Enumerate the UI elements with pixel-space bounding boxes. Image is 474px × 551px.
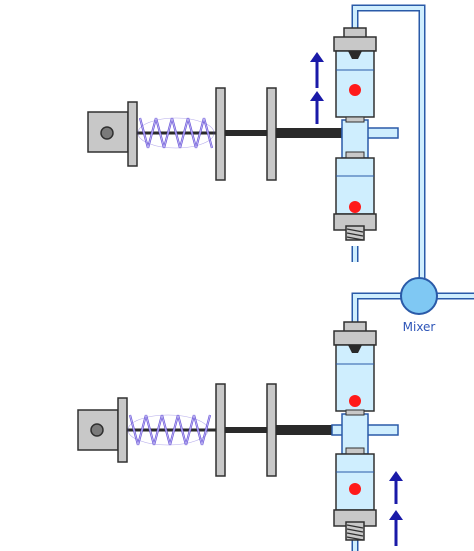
lower-piston-rod [225,427,267,433]
mixer: Mixer [400,277,438,334]
lower-outlet-pipe [351,292,402,322]
lower-spring-icon [127,414,216,446]
upper-pump [87,27,399,241]
upper-outlet-check-ball-icon [349,84,361,96]
upper-flow-up-arrow-icon-1 [310,52,324,88]
lower-flow-up-arrow-icon-1 [389,471,403,504]
mixer-chamber [400,277,438,315]
lower-pump-chamber [331,413,399,455]
lower-outlet-check-ball-icon [349,395,361,407]
lower-guide-plate-1 [215,383,226,477]
upper-outlet-valve [333,27,377,123]
upper-guide-plate-2 [266,87,277,181]
lower-pump [77,321,403,546]
lower-motor-block [77,397,128,463]
upper-guide-plate-1 [215,87,226,181]
lower-inlet-check-ball-icon [349,483,361,495]
upper-piston-rod-thick [276,128,342,138]
upper-flow-up-arrow-icon-2 [310,91,324,124]
upper-inlet-check-ball-icon [349,201,361,213]
lower-crank-pin-icon [90,423,104,437]
upper-crank-pin-icon [100,126,114,140]
lower-guide-plate-2 [266,383,277,477]
lower-piston-rod-thick [276,425,332,435]
upper-piston-rod [225,130,267,136]
upper-motor-block [87,101,138,167]
upper-inlet-valve [333,151,377,241]
upper-spring-icon [137,117,216,149]
lower-inlet-valve [333,447,377,541]
lower-flow-up-arrow-icon-2 [389,510,403,546]
lower-outlet-valve [333,321,377,416]
mixer-label: Mixer [403,320,436,334]
pipe-network [351,4,474,551]
